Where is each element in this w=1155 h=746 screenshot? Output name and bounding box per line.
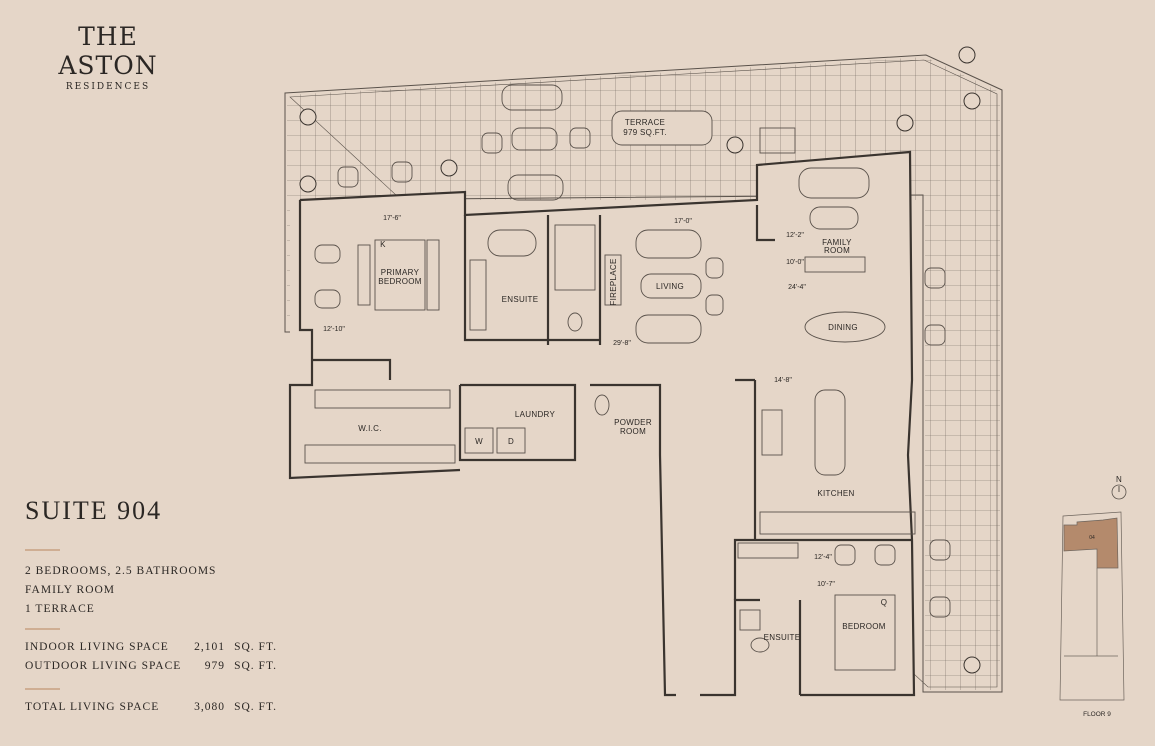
area-value: 2,101 [194, 641, 225, 653]
ottoman [809, 206, 859, 230]
terrace-table [511, 127, 558, 151]
dimension: 29'-8" [613, 340, 631, 347]
total-label: TOTAL LIVING SPACE [25, 701, 160, 713]
dimension: 12'-2" [786, 232, 804, 239]
divider [25, 628, 60, 630]
dimension: 10'-7" [817, 581, 835, 588]
walls [288, 150, 916, 697]
area-value: 979 [204, 660, 225, 672]
family-room-label: ROOM [824, 246, 850, 255]
area-unit: SQ. FT. [234, 641, 277, 653]
dimension: 24'-4" [788, 284, 806, 291]
king-bed-marker: K [380, 240, 386, 249]
vanity [469, 259, 487, 331]
fireplace [604, 254, 622, 306]
bathtub [487, 229, 537, 257]
sofa [635, 314, 702, 344]
primary-bedroom-label: PRIMARY [381, 268, 420, 277]
total-area-row: TOTAL LIVING SPACE 3,080 SQ. FT. [25, 701, 277, 713]
queen-bed-marker: Q [881, 598, 888, 607]
total-value: 3,080 [194, 701, 225, 713]
dimension: 17'-0" [674, 218, 692, 225]
powder-room-label: ROOM [620, 427, 646, 436]
dining-label: DINING [828, 323, 858, 332]
fireplace-label: FIREPLACE [609, 258, 618, 305]
total-unit: SQ. FT. [234, 701, 277, 713]
unit-highlight [1063, 517, 1119, 569]
dryer [496, 427, 526, 454]
divider [25, 688, 60, 690]
unit-number: 04 [1089, 535, 1095, 541]
north-label: N [1116, 475, 1122, 484]
dimension: 12'-4" [814, 554, 832, 561]
area-label: INDOOR LIVING SPACE [25, 641, 169, 653]
key-plan: N 04 FLOOR 9 [1059, 475, 1127, 718]
kitchen-counter [759, 511, 916, 535]
toilet [567, 312, 583, 332]
suite-title: SUITE 904 [25, 496, 163, 525]
queen-bed [834, 594, 896, 671]
dimension-labels: 17'-6" 12'-10" 17'-0" 29'-8" 12'-2" 10'-… [323, 215, 835, 588]
room-labels: PRIMARY BEDROOM K ENSUITE FIREPLACE LIVI… [358, 238, 887, 642]
area-unit: SQ. FT. [234, 660, 277, 672]
dining-table [804, 311, 886, 343]
indoor-area-row: INDOOR LIVING SPACE 2,101 SQ. FT. [25, 641, 277, 653]
kitchen-label: KITCHEN [817, 489, 854, 498]
washer [464, 427, 494, 454]
dimension: 12'-10" [323, 326, 345, 333]
bedroom-ensuite-label: ENSUITE [764, 633, 801, 642]
area-label: OUTDOOR LIVING SPACE [25, 660, 182, 672]
family-room-label: FAMILY [822, 238, 852, 247]
brand-name: THE ASTON [58, 22, 158, 80]
media-console [804, 256, 866, 273]
powder-room-label: POWDER [614, 418, 652, 427]
bbq-grill [759, 127, 796, 154]
terrace-area: 979 SQ.FT. [623, 128, 666, 137]
dimension: 14'-8" [774, 377, 792, 384]
laundry-label: LAUNDRY [515, 410, 556, 419]
furniture [304, 167, 916, 671]
feature-list: 2 BEDROOMS, 2.5 BATHROOMS FAMILY ROOM 1 … [25, 562, 216, 619]
shower [554, 224, 596, 291]
coffee-table [640, 273, 702, 299]
living-label: LIVING [656, 282, 684, 291]
family-sofa [798, 167, 870, 199]
bedroom-label: BEDROOM [842, 622, 885, 631]
feature-item: 1 TERRACE [25, 603, 95, 615]
dimension: 10'-0" [786, 259, 804, 266]
brand-subtitle: RESIDENCES [65, 82, 151, 92]
planter-icons [299, 46, 981, 674]
terrace-sofa [507, 174, 564, 201]
king-bed [374, 239, 426, 311]
divider [25, 549, 60, 551]
terrace-chairs [337, 127, 951, 618]
terrace-label: TERRACE [625, 118, 665, 127]
feature-item: 2 BEDROOMS, 2.5 BATHROOMS [25, 565, 217, 577]
dryer-label: D [508, 437, 514, 446]
kitchen-island [814, 389, 846, 476]
dimension: 17'-6" [383, 215, 401, 222]
terrace-sofa [501, 84, 563, 111]
sofa [635, 229, 702, 259]
washer-label: W [475, 437, 483, 446]
cooktop [761, 409, 783, 456]
brand-logo: THE ASTON RESIDENCES [26, 22, 190, 92]
wic-label: W.I.C. [358, 424, 382, 433]
terrace-dining-table [611, 110, 713, 146]
floor-label: FLOOR 9 [1083, 711, 1111, 718]
feature-item: FAMILY ROOM [25, 584, 116, 596]
outdoor-area-row: OUTDOOR LIVING SPACE 979 SQ. FT. [25, 660, 277, 672]
north-arrow-icon [1111, 484, 1127, 500]
primary-ensuite-label: ENSUITE [502, 295, 539, 304]
primary-bedroom-label: BEDROOM [378, 277, 421, 286]
wic-shelves [314, 389, 451, 409]
